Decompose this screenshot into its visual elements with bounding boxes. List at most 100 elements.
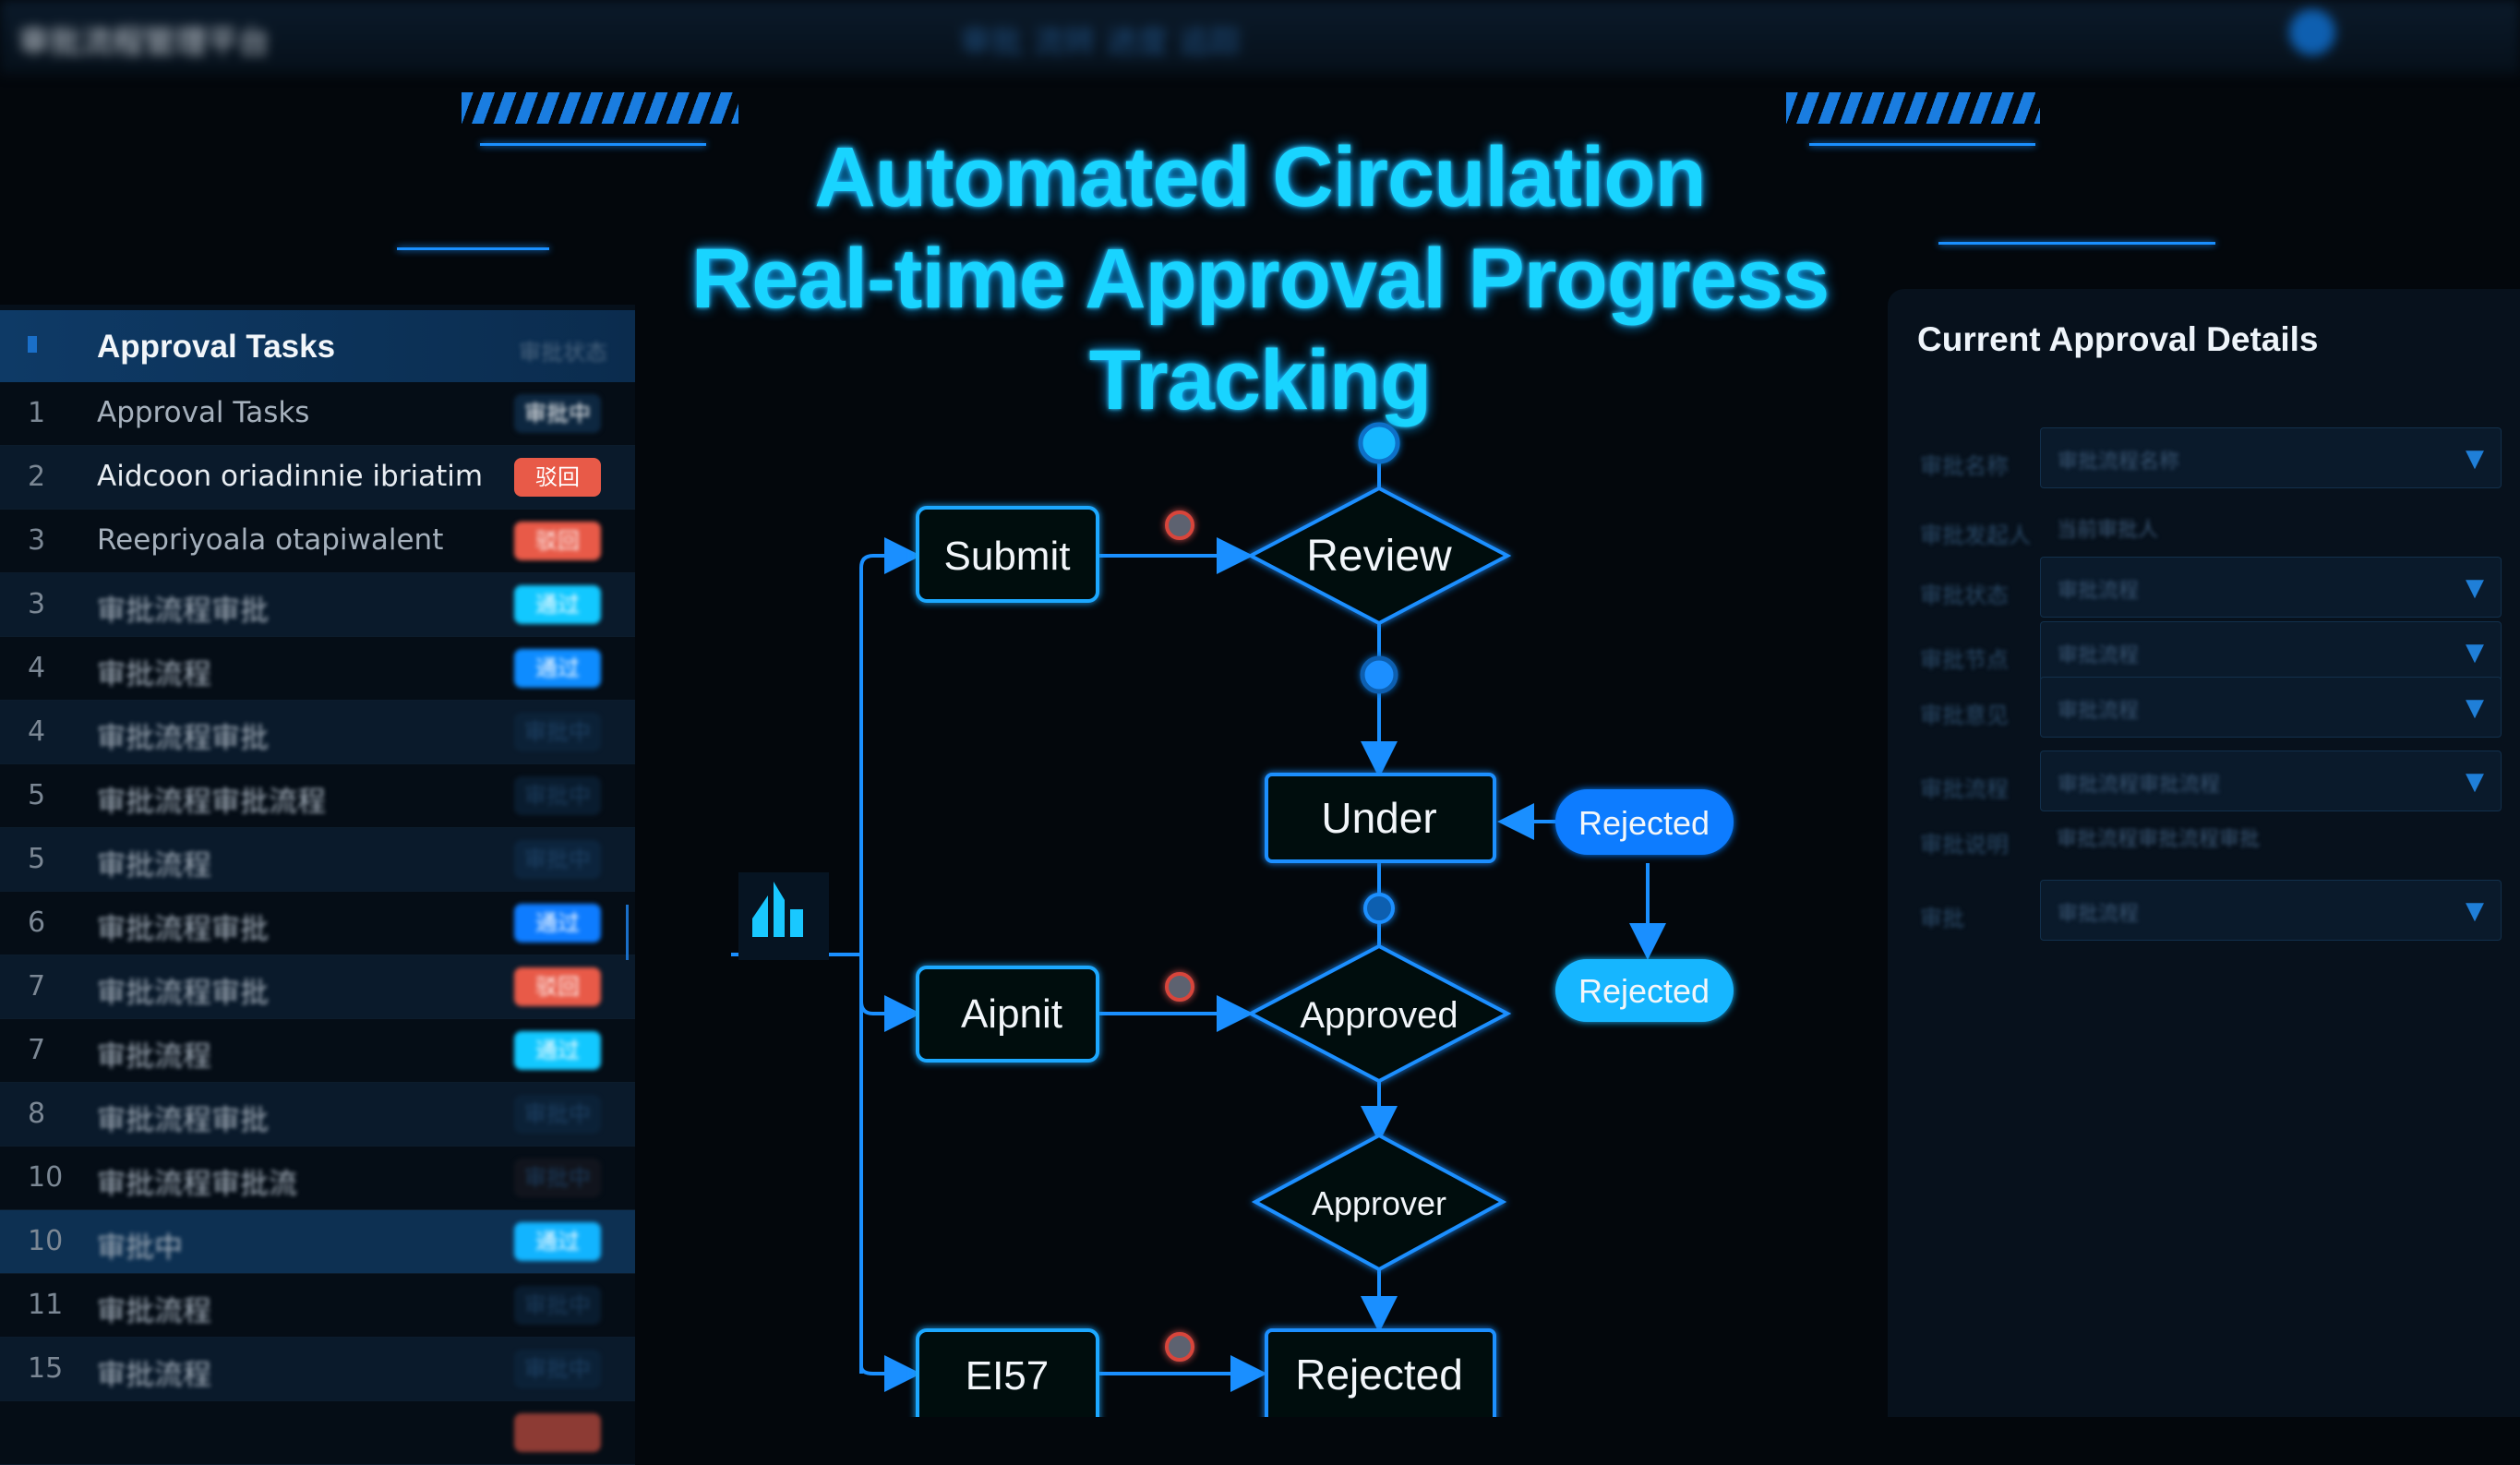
field-label: 审批发起人 [1920, 522, 2031, 548]
top-bar: 审批流程管理平台 审批 流转 进度 追踪 [0, 0, 2520, 74]
row-label: 审批流程审批 [97, 594, 269, 628]
chevron-down-icon[interactable]: ▼ [2466, 897, 2484, 925]
row-label: 审批流程 [97, 849, 211, 883]
status-badge[interactable] [514, 1413, 601, 1452]
form-field[interactable]: 审批流程▼ [2040, 621, 2502, 682]
node-airpnt[interactable] [916, 966, 1099, 1063]
task-row[interactable]: 3 审批流程审批 通过 [0, 573, 635, 637]
row-label: 审批流程 [97, 1040, 211, 1074]
status-badge[interactable]: 审批中 [514, 1350, 601, 1388]
status-badge[interactable]: 审批中 [514, 1286, 601, 1325]
chevron-down-icon[interactable]: ▼ [2466, 639, 2484, 666]
node-rejected[interactable] [1265, 1328, 1496, 1417]
chevron-down-icon[interactable]: ▼ [2466, 445, 2484, 473]
chevron-down-icon[interactable]: ▼ [2466, 768, 2484, 796]
task-row[interactable]: 5 审批流程审批流程 审批中 [0, 764, 635, 828]
node-approved[interactable] [1246, 943, 1512, 1084]
task-row[interactable]: 3 Reepriyoala otapiwalent 驳回 [0, 510, 635, 573]
row-label: 审批流程审批 [97, 722, 269, 755]
row-label: Reepriyoala otapiwalent [97, 523, 444, 557]
status-badge[interactable]: 驳回 [514, 967, 601, 1006]
field-value: 审批流程名称 [2058, 450, 2180, 474]
task-row[interactable]: 10 审批中 通过 [0, 1210, 635, 1274]
status-badge[interactable]: 审批中 [514, 394, 601, 433]
node-approver[interactable] [1251, 1133, 1507, 1272]
status-dot-icon [1165, 1332, 1194, 1362]
connector-ei57 [859, 1355, 921, 1392]
chart-icon [738, 872, 829, 960]
row-label: 审批流程审批 [97, 913, 269, 946]
form-field[interactable]: 审批流程名称 ▼ [2040, 427, 2502, 488]
task-row[interactable]: 6 审批流程审批 通过 [0, 892, 635, 955]
page-title-line2: Real-time Approval Progress [690, 232, 1830, 326]
status-badge[interactable]: 审批中 [514, 1159, 601, 1197]
status-badge[interactable]: 审批中 [514, 840, 601, 879]
divider [1938, 242, 2215, 245]
status-badge[interactable]: 通过 [514, 649, 601, 688]
top-nav[interactable]: 审批 流转 进度 追踪 [960, 24, 1242, 61]
label-rejected-pill-1: Rejected [1578, 804, 1710, 842]
chevron-down-icon[interactable]: ▼ [2466, 574, 2484, 602]
row-number: 6 [28, 907, 46, 939]
status-badge[interactable]: 驳回 [514, 458, 601, 497]
task-row[interactable]: 2 Aidcoon oriadinnie ibriatim 驳回 [0, 446, 635, 510]
task-row[interactable]: 7 审批流程 通过 [0, 1019, 635, 1083]
task-row[interactable]: 1 Approval Tasks 审批中 [0, 382, 635, 446]
label-airpnt: Aipnit [961, 991, 1062, 1037]
label-rejected: Rejected [1295, 1351, 1463, 1399]
row-label: 审批流程 [97, 1359, 211, 1392]
task-row[interactable]: 11 审批流程 审批中 [0, 1274, 635, 1338]
row-number: 10 [28, 1225, 64, 1257]
node-ei57[interactable] [916, 1328, 1099, 1417]
label-submit: Submit [944, 534, 1071, 579]
row-number: 4 [28, 715, 46, 748]
chevron-down-icon[interactable]: ▼ [2466, 694, 2484, 722]
form-field[interactable]: 审批流程▼ [2040, 677, 2502, 738]
status-badge[interactable]: 驳回 [514, 522, 601, 560]
avatar[interactable] [2289, 9, 2335, 55]
status-badge[interactable]: 审批中 [514, 1095, 601, 1134]
node-under[interactable] [1265, 773, 1496, 863]
form-field[interactable]: 审批流程审批流程▼ [2040, 751, 2502, 811]
form-field[interactable]: 审批流程审批流程审批 [2040, 806, 2502, 867]
task-row[interactable]: 5 审批流程 审批中 [0, 828, 635, 892]
page-title-line3: Tracking [1088, 333, 1432, 427]
form-field[interactable]: 审批流程▼ [2040, 557, 2502, 618]
pill-rejected-2[interactable] [1555, 959, 1734, 1022]
status-badge[interactable]: 通过 [514, 904, 601, 943]
row-number: 10 [28, 1161, 64, 1194]
node-submit[interactable] [916, 506, 1099, 603]
row-number: 1 [28, 397, 46, 429]
status-badge[interactable]: 通过 [514, 1031, 601, 1070]
pill-rejected-1[interactable] [1555, 789, 1734, 855]
task-row[interactable]: 7 审批流程审批 驳回 [0, 955, 635, 1019]
row-label: 审批流程审批 [97, 1104, 269, 1137]
status-badge[interactable]: 通过 [514, 1222, 601, 1261]
task-row[interactable]: 4 审批流程审批 审批中 [0, 701, 635, 764]
node-review[interactable] [1246, 486, 1512, 626]
connector-submit [859, 537, 921, 1374]
row-number: 15 [28, 1352, 64, 1385]
status-badge[interactable]: 审批中 [514, 713, 601, 751]
field-label: 审批状态 [1920, 582, 2009, 608]
label-review: Review [1306, 532, 1452, 581]
form-field[interactable]: 当前审批人 [2040, 497, 2502, 558]
approval-task-panel: Approval Tasks 审批状态 1 Approval Tasks 审批中… [0, 305, 635, 1465]
row-number: 4 [28, 652, 46, 684]
node-dot-start [1358, 422, 1400, 464]
row-label: 审批流程 [97, 658, 211, 691]
status-dot-icon [1165, 510, 1194, 540]
row-number: 5 [28, 843, 46, 875]
task-row[interactable]: 10 审批流程审批流 审批中 [0, 1147, 635, 1210]
scrollbar[interactable] [626, 905, 629, 960]
form-field[interactable]: 审批流程▼ [2040, 880, 2502, 941]
row-number: 8 [28, 1098, 46, 1130]
row-number: 11 [28, 1289, 64, 1321]
status-badge[interactable]: 通过 [514, 585, 601, 624]
row-number: 5 [28, 779, 46, 811]
field-label: 审批节点 [1920, 647, 2009, 673]
status-badge[interactable]: 审批中 [514, 776, 601, 815]
task-row[interactable]: 15 审批流程 审批中 [0, 1338, 635, 1401]
task-row[interactable]: 4 审批流程 通过 [0, 637, 635, 701]
task-row[interactable]: 8 审批流程审批 审批中 [0, 1083, 635, 1147]
